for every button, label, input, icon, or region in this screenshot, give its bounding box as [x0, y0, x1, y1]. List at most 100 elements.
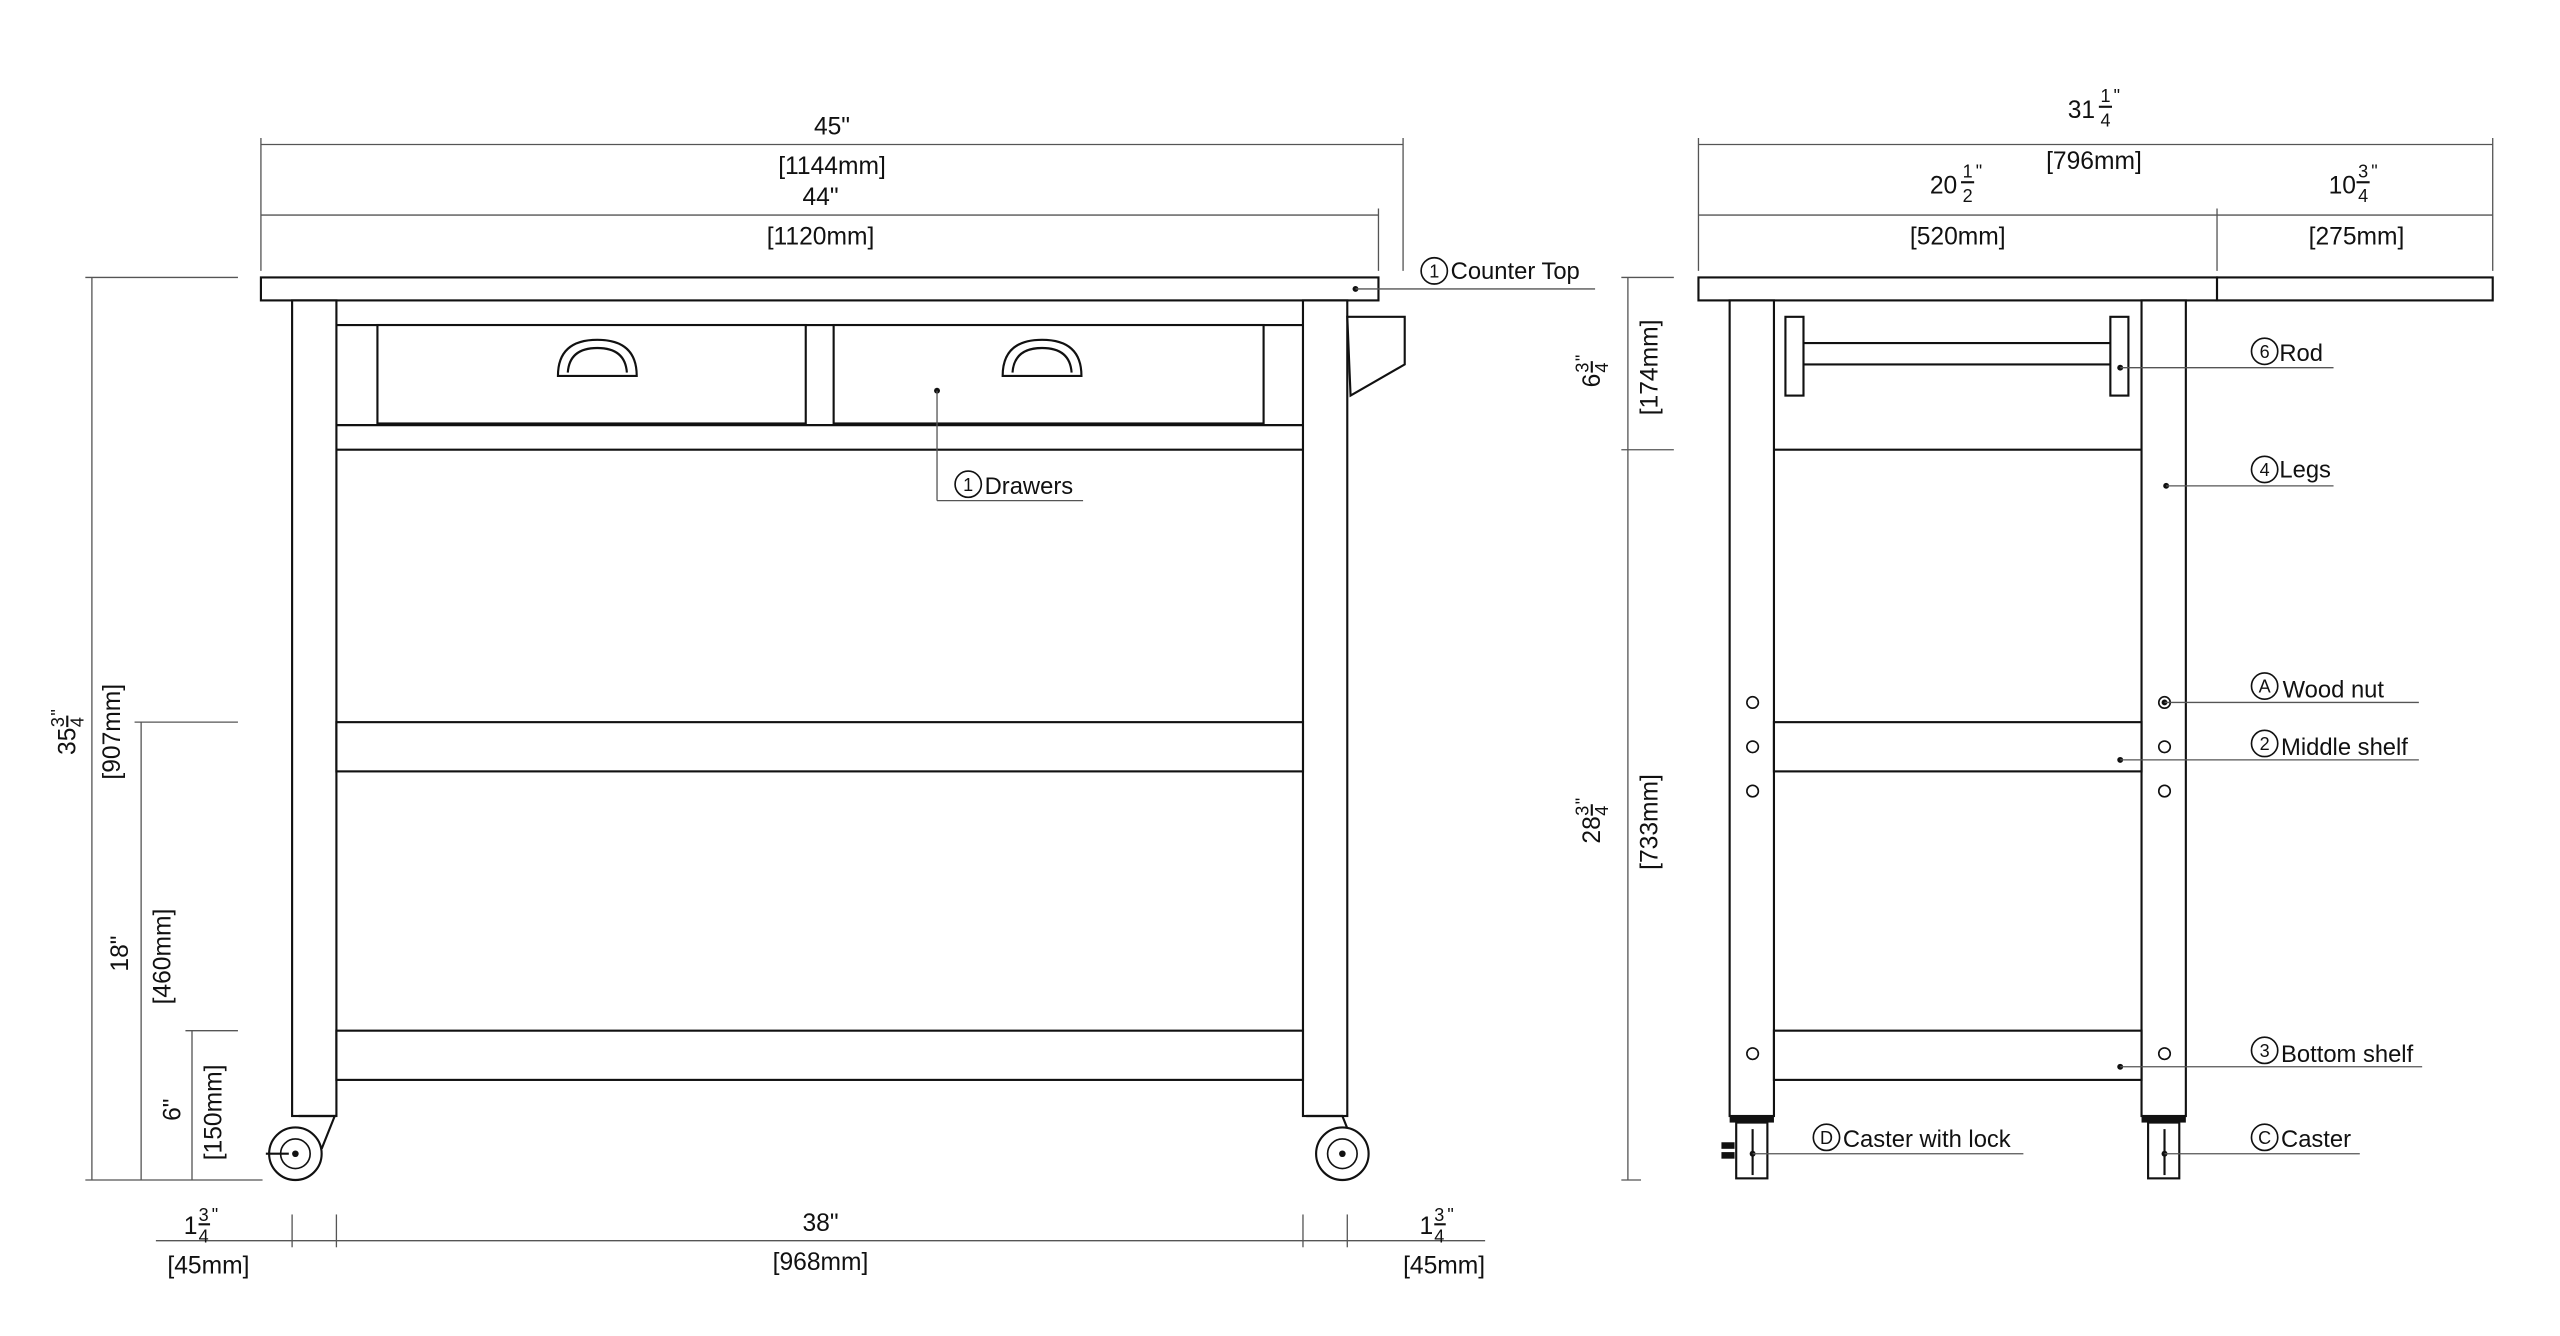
callout-mark: 1: [963, 475, 973, 495]
callout-mark: D: [1820, 1128, 1833, 1148]
middle-shelf-height-inch: 18": [107, 935, 134, 971]
lower-height-den: 4: [1592, 806, 1612, 816]
apron-height-den: 4: [1592, 363, 1612, 373]
front-view: 45" [1144mm] 44" [1120mm]: [48, 114, 1596, 1280]
main-depth-unit: ": [1976, 161, 1982, 181]
lower-height-mm: [733mm]: [1636, 774, 1663, 870]
overall-height-whole: 35: [54, 728, 81, 755]
drawer-handle-icon: [1001, 338, 1083, 377]
callout-caster-with-lock: D Caster with lock: [1749, 1123, 2024, 1157]
callout-rod: 6 Rod: [2117, 337, 2334, 371]
main-depth-den: 2: [1963, 186, 1973, 206]
overall-height-unit: ": [48, 709, 68, 715]
bottom-shelf-height-dimension: 6" [150mm]: [160, 1030, 238, 1180]
between-legs-inch: 38": [802, 1210, 838, 1237]
bottom-shelf: [335, 1029, 1305, 1081]
apron-height-dimension: 6 3 4 " [174mm]: [1573, 276, 1674, 451]
side-middle-shelf: [1772, 721, 2143, 773]
callout-mark: 4: [2260, 460, 2270, 480]
side-bottom-shelf: [1772, 1029, 2143, 1081]
lower-height-unit: ": [1573, 798, 1593, 804]
leg-right-unit: ": [1447, 1205, 1453, 1225]
leg-right-whole: 1: [1419, 1213, 1433, 1240]
callout-label: Drawers: [985, 473, 1074, 500]
bottom-shelf-height-inch: 6": [160, 1098, 187, 1120]
leg-left-mm: [45mm]: [167, 1253, 249, 1280]
leg-left-num: 3: [199, 1205, 209, 1225]
leaf-depth-den: 4: [2358, 186, 2368, 206]
front-left-leg: [291, 299, 338, 1118]
leaf-depth-unit: ": [2371, 161, 2377, 181]
overall-width-inch: 45": [814, 114, 850, 141]
overall-width-dimension: 45" [1144mm]: [260, 114, 1404, 271]
callout-label: Rod: [2279, 340, 2323, 367]
overall-height-num: 3: [48, 717, 68, 727]
side-counter-top: [1697, 276, 2219, 302]
leg-left-width: 1 3 4 " [45mm]: [167, 1205, 249, 1280]
drawer-handle-icon: [556, 338, 638, 377]
leaf-depth-num: 3: [2358, 161, 2368, 181]
overall-depth-den: 4: [2101, 110, 2111, 130]
front-right-leg: [1301, 299, 1349, 1118]
main-depth-whole: 20: [1930, 173, 1957, 200]
counter-top: [259, 276, 1380, 302]
callout-mark: 1: [1429, 261, 1439, 281]
caster-right: [1306, 1114, 1370, 1182]
lower-height-dimension: 28 3 4 " [733mm]: [1573, 449, 1663, 1181]
callout-wood-nut: A Wood nut: [2161, 672, 2419, 706]
drawer-left: [376, 323, 807, 425]
leg-right-num: 3: [1434, 1205, 1444, 1225]
top-width-dimension: 44" [1120mm]: [260, 184, 1380, 271]
caster: [2141, 1116, 2186, 1180]
overall-depth-unit: ": [2114, 86, 2120, 106]
middle-shelf: [335, 721, 1305, 773]
leg-left-den: 4: [199, 1226, 209, 1246]
leg-right-mm: [45mm]: [1403, 1253, 1485, 1280]
callout-mark: C: [2258, 1128, 2271, 1148]
callout-label: Caster with lock: [1843, 1126, 2011, 1153]
middle-shelf-height-mm: [460mm]: [150, 909, 177, 1005]
callout-label: Wood nut: [2283, 677, 2385, 704]
callout-label: Caster: [2281, 1126, 2351, 1153]
caster-left: [265, 1114, 337, 1182]
overall-height-mm: [907mm]: [99, 684, 126, 780]
callout-mark: A: [2259, 677, 2271, 697]
side-towel-holder: [1346, 315, 1406, 398]
apron-height-unit: ": [1573, 355, 1593, 361]
callout-label: Legs: [2279, 457, 2331, 484]
overall-depth-mm: [796mm]: [2046, 148, 2142, 175]
callout-bottom-shelf: 3 Bottom shelf: [2117, 1036, 2423, 1070]
between-legs-mm: [968mm]: [773, 1249, 869, 1276]
leaf-depth-mm: [275mm]: [2309, 224, 2405, 251]
overall-height-den: 4: [68, 717, 88, 727]
lower-height-whole: 28: [1579, 816, 1606, 843]
overall-height-dimension: 35 3 4 " [907mm]: [48, 276, 263, 1181]
towel-rod: [1784, 315, 2130, 397]
callout-label: Bottom shelf: [2281, 1041, 2414, 1068]
apron-height-whole: 6: [1579, 374, 1606, 388]
callout-legs: 4 Legs: [2163, 455, 2334, 489]
callout-label: Counter Top: [1451, 258, 1580, 285]
bottom-shelf-height-mm: [150mm]: [201, 1065, 228, 1161]
caster-with-lock: [1721, 1116, 1774, 1180]
main-depth-mm: [520mm]: [1910, 224, 2006, 251]
callout-mark: 3: [2260, 1041, 2270, 1061]
overall-depth-dimension: 31 1 4 " [796mm]: [1697, 86, 2494, 271]
top-width-mm: [1120mm]: [767, 224, 875, 251]
leg-right-width: 1 3 4 " [45mm]: [1403, 1205, 1485, 1280]
side-view: 31 1 4 " [796mm] 20 1 2 " [520mm] 10 3 4…: [1573, 86, 2494, 1181]
middle-shelf-height-dimension: 18" [460mm]: [107, 721, 238, 1180]
overall-depth-num: 1: [2101, 86, 2111, 106]
bottom-width-dimensions: 1 3 4 " [45mm] 38" [968mm] 1 3 4 " [45mm…: [155, 1205, 1485, 1280]
main-depth-num: 1: [1963, 161, 1973, 181]
callout-label: Middle shelf: [2281, 734, 2408, 761]
apron-height-mm: [174mm]: [1636, 320, 1663, 416]
callout-middle-shelf: 2 Middle shelf: [2117, 729, 2419, 763]
overall-width-mm: [1144mm]: [778, 153, 886, 180]
leaf-depth-whole: 10: [2329, 173, 2356, 200]
callout-mark: 6: [2260, 342, 2270, 362]
callout-mark: 2: [2260, 734, 2270, 754]
overall-depth-whole: 31: [2068, 97, 2095, 124]
leaf-depth-dimension: 10 3 4 " [275mm]: [2217, 161, 2493, 251]
